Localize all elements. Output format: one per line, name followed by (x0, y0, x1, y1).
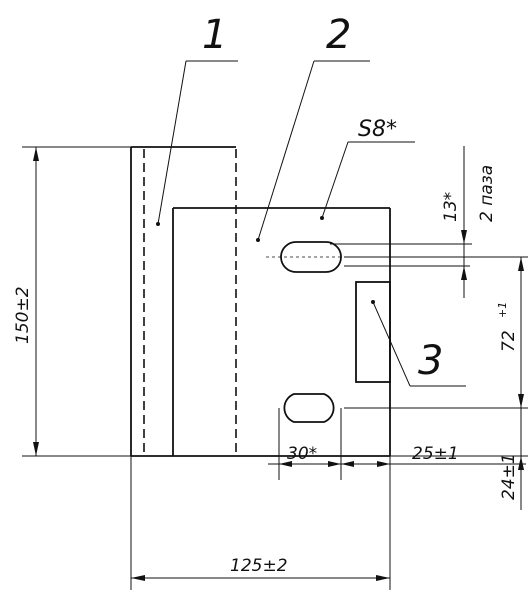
width-dimension-label: 125±2 (230, 556, 288, 576)
callout-1-label: 1 (202, 12, 227, 58)
slot-spacing-label: 72 (499, 330, 519, 352)
part-2-plate (172, 207, 391, 457)
dim-right-lines (330, 146, 528, 510)
part-3-block (355, 281, 391, 383)
slot-height-label: 13* (441, 192, 461, 222)
callout-2-label: 2 (326, 12, 351, 58)
part-1-plate (130, 146, 237, 457)
dim-slot-width-lines (268, 408, 526, 480)
dim-width-lines (130, 456, 391, 590)
slot-spacing-tolerance: +1 (496, 302, 509, 318)
callout-3-label: 3 (418, 338, 443, 384)
lower-slot (283, 393, 335, 423)
upper-slot (266, 241, 344, 273)
slot-offset-label: 25±1 (412, 444, 459, 464)
height-dimension-label: 150±2 (13, 286, 33, 344)
slot-count-note: 2 паза (477, 165, 497, 222)
dim-height-lines (22, 146, 131, 457)
callout-leaders (156, 60, 466, 387)
slot-width-label: 30* (287, 444, 317, 464)
bottom-offset-label: 24±1 (499, 453, 519, 500)
thickness-label: S8* (358, 117, 397, 142)
